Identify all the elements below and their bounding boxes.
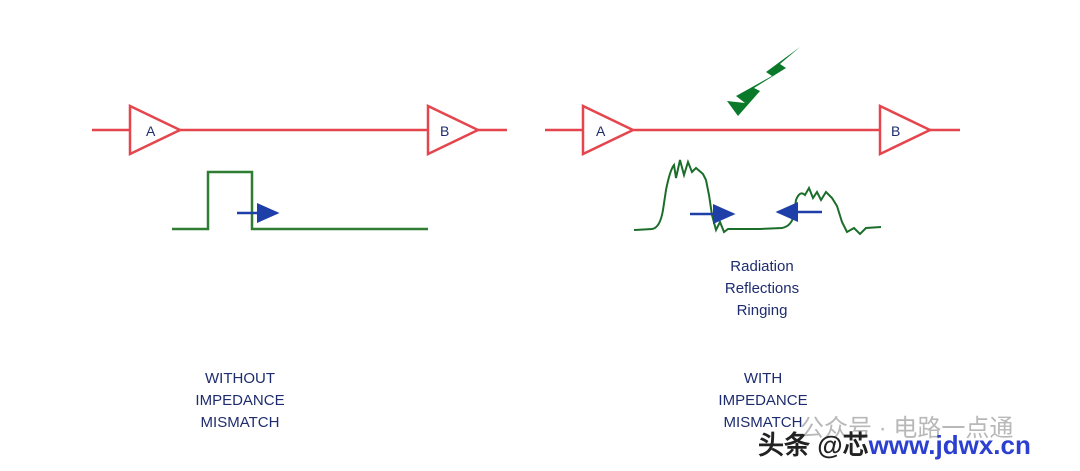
- right-caption-line-1: WITH: [743, 370, 783, 387]
- effect-radiation: Radiation: [730, 258, 794, 275]
- left-caption-line-2: IMPEDANCE: [195, 392, 285, 409]
- right-panel: A B: [545, 47, 960, 236]
- right-ringing-waveform: [633, 158, 882, 236]
- left-receiver-buffer: [426, 104, 481, 156]
- left-receiver-label: B: [440, 123, 449, 139]
- right-receiver-buffer: [878, 104, 933, 156]
- left-caption: WITHOUT IMPEDANCE MISMATCH: [140, 368, 340, 434]
- left-clean-pulse: [172, 170, 428, 231]
- right-caption-line-2: IMPEDANCE: [718, 392, 808, 409]
- left-driver-buffer: [128, 104, 183, 156]
- watermark-site: 头条 @芯www.jdwx.cn: [758, 425, 1031, 462]
- watermark-wechat: 公众号 · 电路一点通: [800, 415, 1014, 442]
- right-receiver-label: B: [891, 123, 900, 139]
- watermark-prefix: 头条 @芯: [758, 430, 869, 460]
- left-panel: A B: [92, 104, 507, 231]
- right-caption: WITH IMPEDANCE MISMATCH: [663, 368, 863, 434]
- lightning-bolt-icon: [727, 47, 800, 116]
- right-driver-label: A: [596, 123, 606, 139]
- effect-reflections: Reflections: [724, 280, 800, 297]
- signal-effects-list: Radiation Reflections Ringing: [662, 256, 862, 322]
- right-driver-buffer: [581, 104, 636, 156]
- left-caption-line-3: MISMATCH: [200, 414, 280, 431]
- right-caption-line-3: MISMATCH: [723, 414, 803, 431]
- left-driver-label: A: [146, 123, 156, 139]
- watermark-url: www.jdwx.cn: [868, 430, 1031, 460]
- left-caption-line-1: WITHOUT: [205, 370, 275, 387]
- effect-ringing: Ringing: [736, 302, 788, 319]
